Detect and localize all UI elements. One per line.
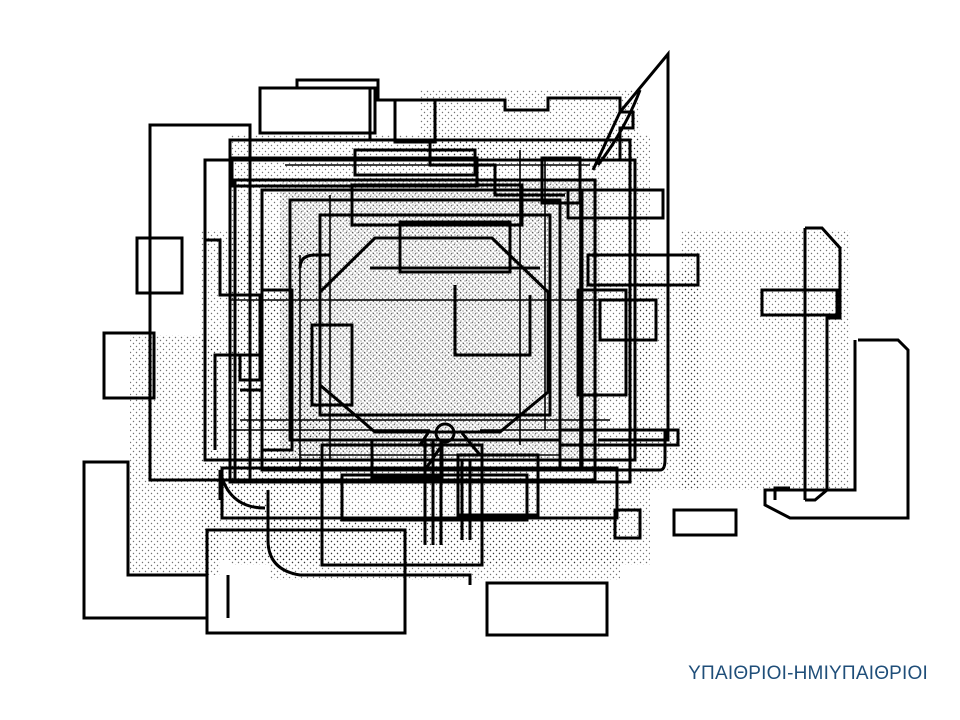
outline-right-column: [576, 288, 628, 397]
thin-horizontals-2: [285, 164, 590, 456]
outline-central-3: [233, 178, 597, 482]
outline-right-hook: [558, 430, 667, 472]
outline-right-strip: [566, 188, 665, 220]
outline-right-ledge: [560, 428, 680, 447]
stipple-right: [680, 230, 850, 490]
outline-bottom-cluster-1: [320, 443, 484, 567]
outline-bar-bottom-right: [672, 508, 738, 537]
outline-top-small: [393, 98, 437, 144]
outline-circle-marker: [434, 422, 456, 444]
outline-column-lines: [423, 440, 472, 545]
outline-central-2: [203, 158, 637, 462]
outline-right-bar: [586, 253, 700, 287]
outline-top-right-diagonal: [591, 49, 670, 442]
outline-strip-3: [398, 220, 512, 274]
outline-left-column-2: [310, 323, 354, 407]
outline-bottom-left-curve: [218, 469, 266, 510]
outline-block-left: [148, 123, 252, 482]
outline-left-steps: [205, 238, 262, 450]
outline-curve-top: [596, 89, 642, 166]
outline-strip-top: [353, 148, 477, 177]
thin-verticals: [299, 150, 581, 470]
thin-lines: [230, 150, 610, 470]
drawing-caption: ΥΠΑΙΘΡΙΟΙ-ΗΜΙΥΠΑΙΘΡΙΟΙ: [688, 663, 928, 684]
outline-far-right-bar: [760, 288, 839, 317]
outline-bottom-curve: [266, 490, 472, 585]
outline-bottom-left-box: [205, 528, 407, 635]
outline-strip-4: [230, 156, 479, 188]
outline-diagonals: [418, 432, 482, 471]
outline-core-notch: [453, 285, 532, 357]
outline-tab-left: [102, 331, 156, 400]
outline-bottom-box: [485, 581, 609, 637]
outline-bottom-small: [613, 508, 642, 540]
outline-far-right-tall: [805, 226, 842, 502]
outline-top-edge: [260, 78, 635, 160]
outline-far-right-edge: [773, 228, 807, 500]
outline-left-tab: [240, 353, 264, 392]
outline-far-right-L: [763, 338, 910, 520]
outline-central-1: [228, 138, 632, 484]
outline-right-small: [598, 298, 658, 342]
thin-horizontals: [230, 299, 610, 431]
outline-small-left: [135, 236, 184, 295]
outline-top-left-box: [258, 86, 377, 135]
outline-octagon: [318, 236, 550, 434]
outline-bottom-band: [220, 466, 619, 520]
